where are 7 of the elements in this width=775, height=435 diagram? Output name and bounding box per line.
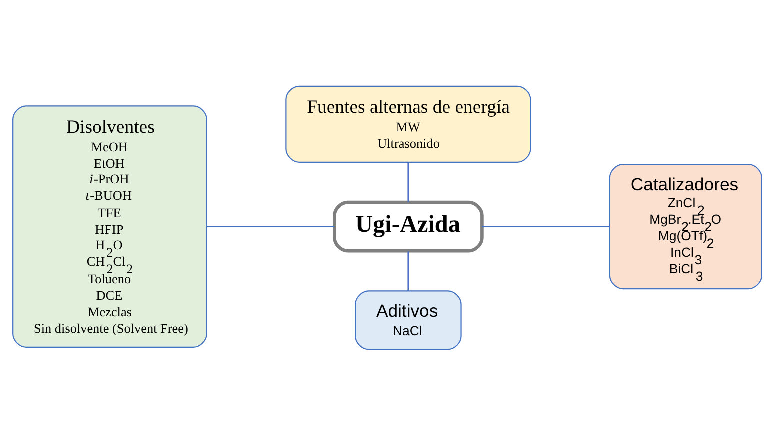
node-box: Ugi-Azida [332, 200, 484, 252]
connector [408, 250, 410, 291]
node-box: Fuentes alternas de energía MW Ultrasonido [286, 85, 532, 162]
connector [408, 162, 410, 202]
connector [482, 226, 610, 228]
node-box: Aditivos NaCl [355, 290, 462, 350]
connector [207, 226, 335, 228]
